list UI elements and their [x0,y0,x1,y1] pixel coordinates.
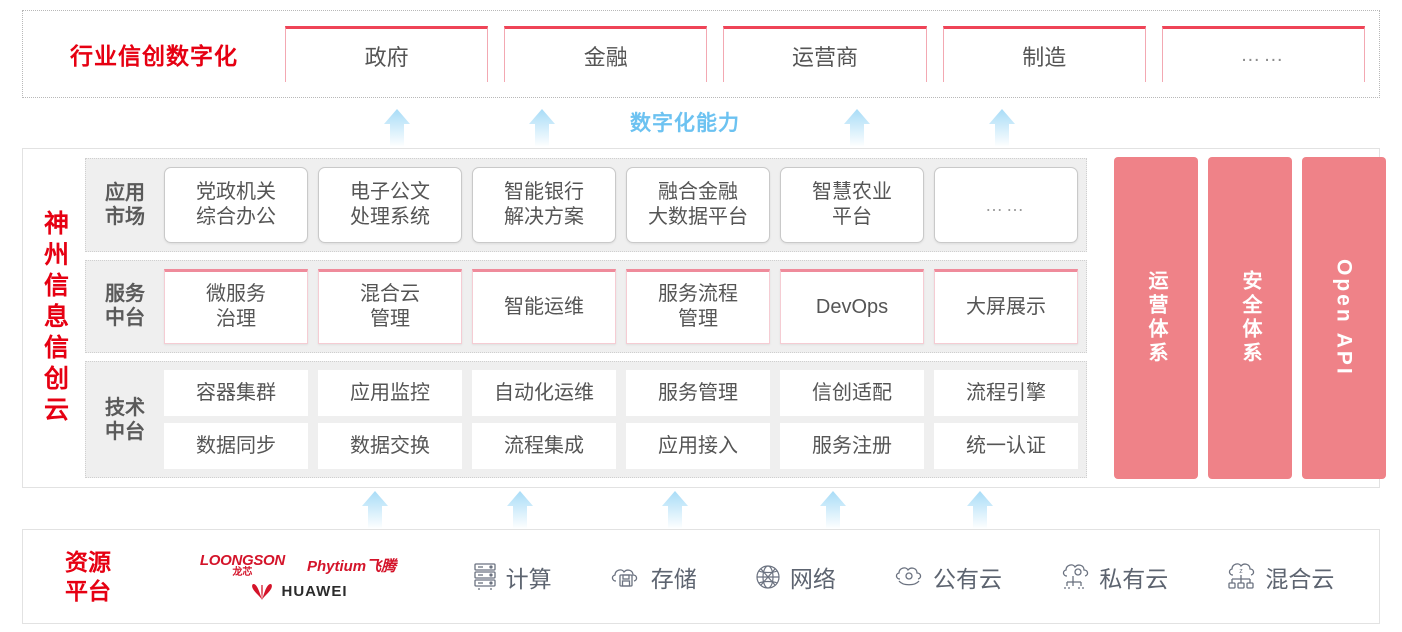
resource-item-public-cloud[interactable]: 公有云 [893,560,1002,594]
cross-cutting-pillars: 运营体系 安全体系 Open API [1114,157,1386,479]
cloud-title-text: 神州信息信创云 [40,209,69,427]
resource-label-storage: 存储 [650,565,697,592]
huawei-petal-icon [249,583,275,601]
industry-card-government[interactable]: 政府 [285,26,489,82]
huawei-logo: HUAWEI [249,583,348,601]
digital-capability-strip: 数字化能力 [22,103,1380,147]
svc-card-dashboard-display[interactable]: 大屏展示 [934,268,1078,345]
industry-card-finance[interactable]: 金融 [504,26,708,82]
layer-label-service-platform: 服务 中台 [105,283,145,330]
tech-card-app-access[interactable]: 应用接入 [626,423,770,469]
loongson-logo: LOONGSON 龙芯 [200,553,285,578]
industry-band-title: 行业信创数字化 [70,43,238,69]
app-card-edoc-system[interactable]: 电子公文 处理系统 [318,167,462,243]
layer-technical-platform: 技术 中台 容器集群 应用监控 自动化运维 服务管理 信创适配 流程引擎 数据同… [85,361,1371,478]
pillar-operations-label: 运营体系 [1145,270,1167,366]
cloud-layers: 应用 市场 党政机关 综合办公 电子公文 处理系统 智能银行 解决方案 融合金融… [85,149,1379,487]
application-market-cards: 党政机关 综合办公 电子公文 处理系统 智能银行 解决方案 融合金融 大数据平台… [164,167,1078,243]
pillar-operations-system[interactable]: 运营体系 [1114,157,1198,479]
layer-service-platform-band: 服务 中台 微服务 治理 混合云 管理 智能运维 服务流程 管理 DevOps … [85,259,1087,354]
svg-text:z: z [1240,568,1244,575]
industry-card-list: 政府 金融 运营商 制造 …… [285,26,1379,82]
huawei-logo-word: HUAWEI [281,583,348,600]
loongson-logo-cn: 龙芯 [232,566,253,578]
resource-item-list: 计算 存储 [443,560,1379,594]
network-globe-icon [754,563,782,591]
app-card-more[interactable]: …… [934,167,1078,243]
tech-card-service-management[interactable]: 服务管理 [626,370,770,417]
service-platform-cards: 微服务 治理 混合云 管理 智能运维 服务流程 管理 DevOps 大屏展示 [164,268,1078,345]
app-card-smart-bank[interactable]: 智能银行 解决方案 [472,167,616,243]
capability-arrow-icon-4 [979,107,1025,147]
industry-digitalization-band: 行业信创数字化 政府 金融 运营商 制造 …… [22,10,1380,98]
tech-card-xinchuang-adaptation[interactable]: 信创适配 [780,370,924,417]
public-cloud-icon [893,563,925,591]
resource-arrow-icon-4 [810,489,856,529]
tech-card-app-monitoring[interactable]: 应用监控 [318,370,462,417]
cloud-vertical-title: 神州信息信创云 [23,149,85,487]
server-icon [472,562,498,592]
digital-capability-label: 数字化能力 [630,112,740,135]
layer-service-platform: 服务 中台 微服务 治理 混合云 管理 智能运维 服务流程 管理 DevOps … [85,259,1371,354]
industry-card-more[interactable]: …… [1161,26,1366,82]
private-cloud-icon [1059,562,1091,592]
vendor-logo-group: LOONGSON 龙芯 Phytium飞腾 HUAWEI [153,553,443,601]
resource-arrow-icon-5 [957,489,1003,529]
layer-label-application-market: 应用 市场 [105,181,145,228]
layer-technical-platform-band: 技术 中台 容器集群 应用监控 自动化运维 服务管理 信创适配 流程引擎 数据同… [85,361,1087,478]
resource-uplink-strip [22,489,1380,529]
resource-item-storage[interactable]: 存储 [609,560,697,594]
phytium-logo: Phytium飞腾 [306,557,397,575]
tech-card-data-sync[interactable]: 数据同步 [164,423,308,469]
tech-card-data-exchange[interactable]: 数据交换 [318,423,462,469]
svc-card-aiops[interactable]: 智能运维 [472,268,616,345]
resource-label-public-cloud: 公有云 [933,565,1003,592]
technical-platform-row-1: 容器集群 应用监控 自动化运维 服务管理 信创适配 流程引擎 [164,370,1078,417]
pillar-security-label: 安全体系 [1239,270,1261,366]
resource-platform-container: 资源 平台 LOONGSON 龙芯 Phytium飞腾 HUAWEI [22,529,1380,624]
svc-card-hybrid-cloud-management[interactable]: 混合云 管理 [318,268,462,345]
resource-platform-title: 资源 平台 [65,548,111,604]
resource-arrow-icon-3 [652,489,698,529]
hybrid-cloud-icon: z [1225,562,1257,592]
industry-card-telecom[interactable]: 运营商 [723,26,927,82]
technical-platform-cards: 容器集群 应用监控 自动化运维 服务管理 信创适配 流程引擎 数据同步 数据交换… [164,370,1078,469]
resource-arrow-icon-1 [352,489,398,529]
tech-card-unified-auth[interactable]: 统一认证 [934,423,1078,469]
tech-card-container-cluster[interactable]: 容器集群 [164,370,308,417]
tech-card-process-engine[interactable]: 流程引擎 [934,370,1078,417]
cloud-storage-icon [609,563,643,591]
resource-label-compute: 计算 [505,565,552,592]
resource-item-compute[interactable]: 计算 [472,560,552,594]
loongson-logo-en: LOONGSON [199,551,285,569]
industry-card-manufacturing[interactable]: 制造 [942,26,1146,82]
resource-label-hybrid-cloud: 混合云 [1265,565,1335,592]
svc-card-devops[interactable]: DevOps [780,268,924,345]
layer-label-technical-platform: 技术 中台 [105,396,145,443]
resource-item-network[interactable]: 网络 [754,560,836,594]
svc-card-service-process-management[interactable]: 服务流程 管理 [626,268,770,345]
vendor-logo-row-1: LOONGSON 龙芯 Phytium飞腾 [200,553,396,578]
layer-application-market-band: 应用 市场 党政机关 综合办公 电子公文 处理系统 智能银行 解决方案 融合金融… [85,158,1087,252]
tech-card-process-integration[interactable]: 流程集成 [472,423,616,469]
pillar-security-system[interactable]: 安全体系 [1208,157,1292,479]
resource-label-private-cloud: 私有云 [1099,565,1169,592]
capability-arrow-icon-3 [834,107,880,147]
pillar-open-api[interactable]: Open API [1302,157,1386,479]
pillar-open-api-label: Open API [1332,259,1356,377]
resource-arrow-icon-2 [497,489,543,529]
app-card-finance-bigdata[interactable]: 融合金融 大数据平台 [626,167,770,243]
svc-card-microservice-governance[interactable]: 微服务 治理 [164,268,308,345]
tech-card-service-registry[interactable]: 服务注册 [780,423,924,469]
app-card-government-office[interactable]: 党政机关 综合办公 [164,167,308,243]
resource-item-hybrid-cloud[interactable]: z 混合云 [1225,560,1334,594]
resource-label-network: 网络 [789,565,836,592]
technical-platform-row-2: 数据同步 数据交换 流程集成 应用接入 服务注册 统一认证 [164,423,1078,469]
resource-item-private-cloud[interactable]: 私有云 [1059,560,1168,594]
layer-application-market: 应用 市场 党政机关 综合办公 电子公文 处理系统 智能银行 解决方案 融合金融… [85,158,1371,252]
tech-card-automated-ops[interactable]: 自动化运维 [472,370,616,417]
capability-arrow-icon-2 [519,107,565,147]
app-card-smart-agriculture[interactable]: 智慧农业 平台 [780,167,924,243]
capability-arrow-icon-1 [374,107,420,147]
